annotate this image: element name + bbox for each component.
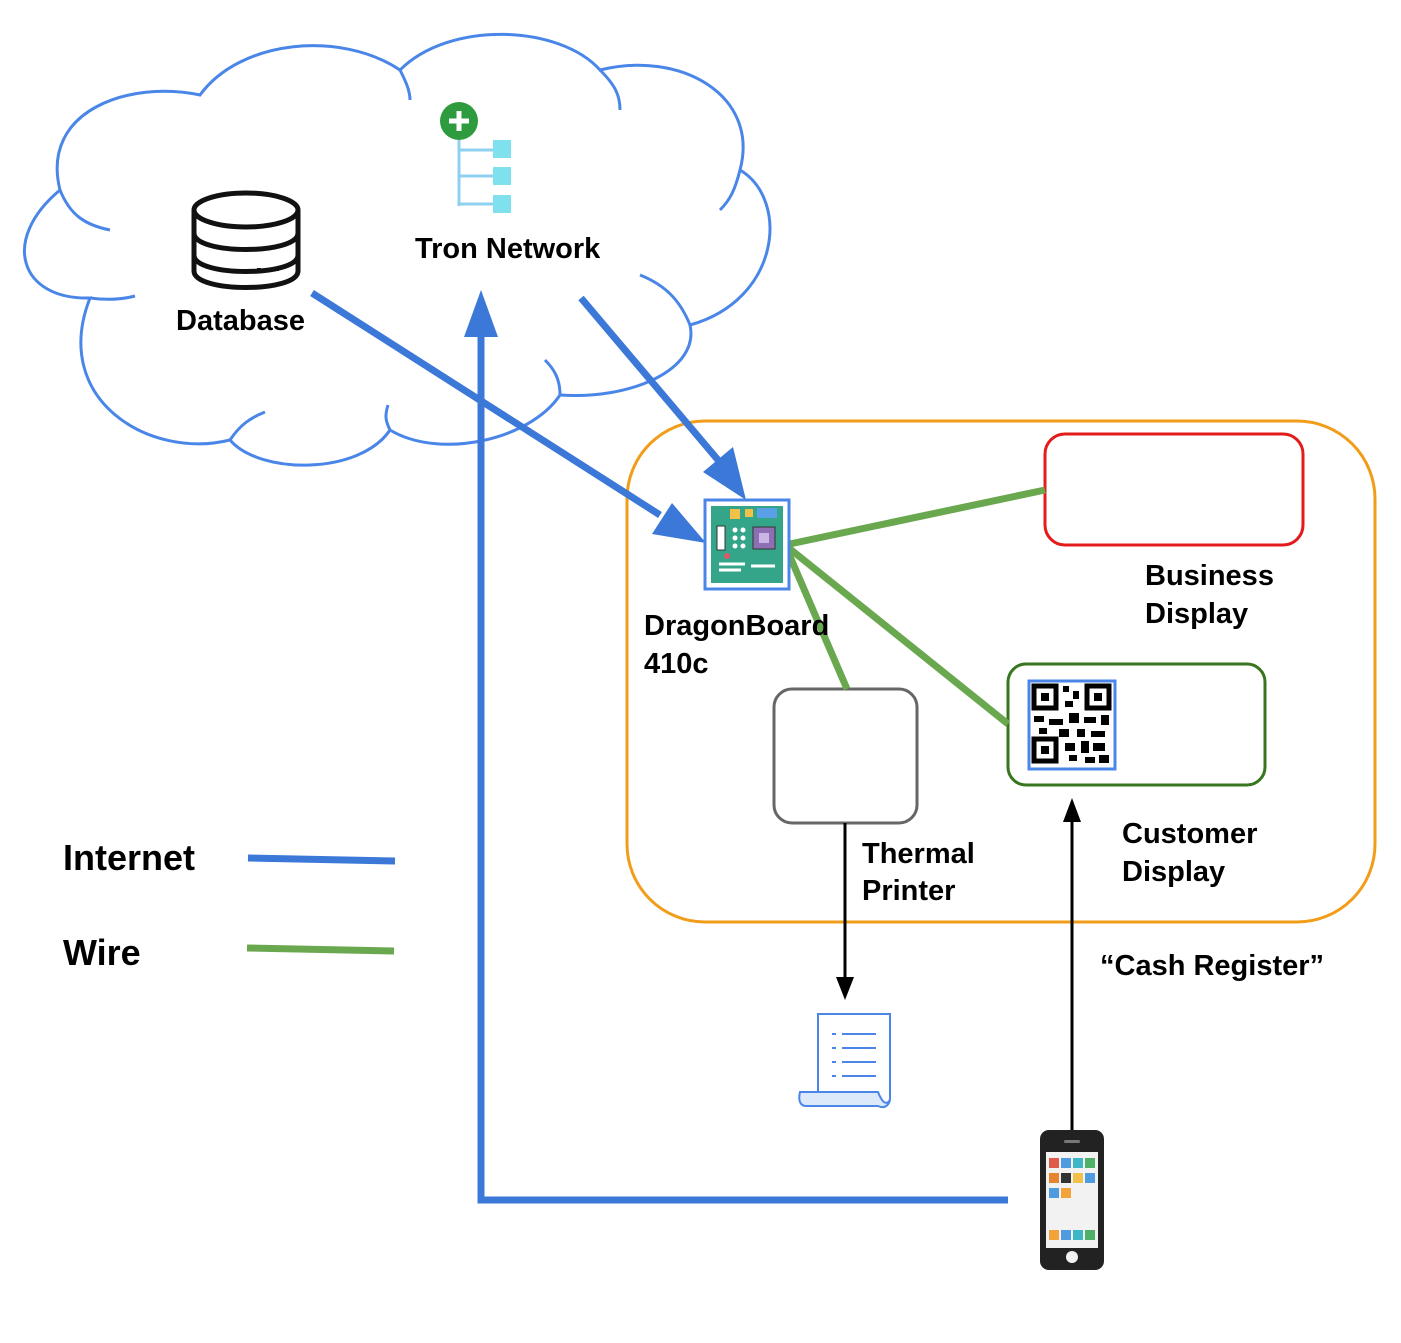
- network-label: Tron Network: [415, 233, 601, 265]
- printer-label-1: Thermal: [862, 838, 975, 870]
- internet-connections: [310, 290, 1008, 1204]
- arrowhead-board-from-database: [652, 503, 706, 543]
- wire-connections: [781, 486, 1046, 727]
- internet-phone-to-network: [477, 330, 1008, 1204]
- thermal-printer: [772, 687, 919, 825]
- internet-database-to-board: [310, 290, 662, 518]
- device-enclosure: [625, 419, 1377, 924]
- cash-register-label: “Cash Register”: [1100, 950, 1324, 982]
- database-label: Database: [176, 305, 305, 337]
- printer-arrowhead: [836, 977, 854, 1000]
- internet-network-to-board: [578, 295, 721, 463]
- wire-to-customer-display: [782, 542, 1011, 727]
- legend-wire-line: [246, 944, 395, 955]
- customer-display-label-1: Customer: [1122, 818, 1257, 850]
- customer-display-label-2: Display: [1122, 856, 1225, 888]
- qr-code-icon: [1027, 679, 1117, 771]
- legend-wire-label: Wire: [63, 932, 141, 973]
- legend-internet-line: [247, 854, 396, 865]
- legend: Internet Wire: [63, 837, 396, 973]
- wire-to-business-display: [784, 486, 1046, 549]
- cloud-shape: [22, 32, 772, 467]
- wire-to-printer: [781, 543, 851, 691]
- printer-label-2: Printer: [862, 875, 955, 907]
- database-icon: [191, 190, 301, 290]
- receipt-icon: [798, 1013, 891, 1109]
- business-display: [1043, 432, 1305, 547]
- arrowhead-network-from-phone: [464, 290, 498, 337]
- board-label-1: DragonBoard: [644, 610, 829, 642]
- business-display-label-1: Business: [1145, 560, 1274, 592]
- legend-internet-label: Internet: [63, 837, 195, 878]
- network-tree-icon: [440, 102, 511, 213]
- smartphone-icon: [1040, 1130, 1104, 1270]
- arrowhead-board-from-network: [703, 447, 746, 500]
- circuit-board-icon: [703, 498, 791, 591]
- board-label-2: 410c: [644, 648, 709, 680]
- business-display-label-2: Display: [1145, 598, 1248, 630]
- phone-arrowhead: [1063, 798, 1081, 822]
- cloud: [22, 32, 772, 467]
